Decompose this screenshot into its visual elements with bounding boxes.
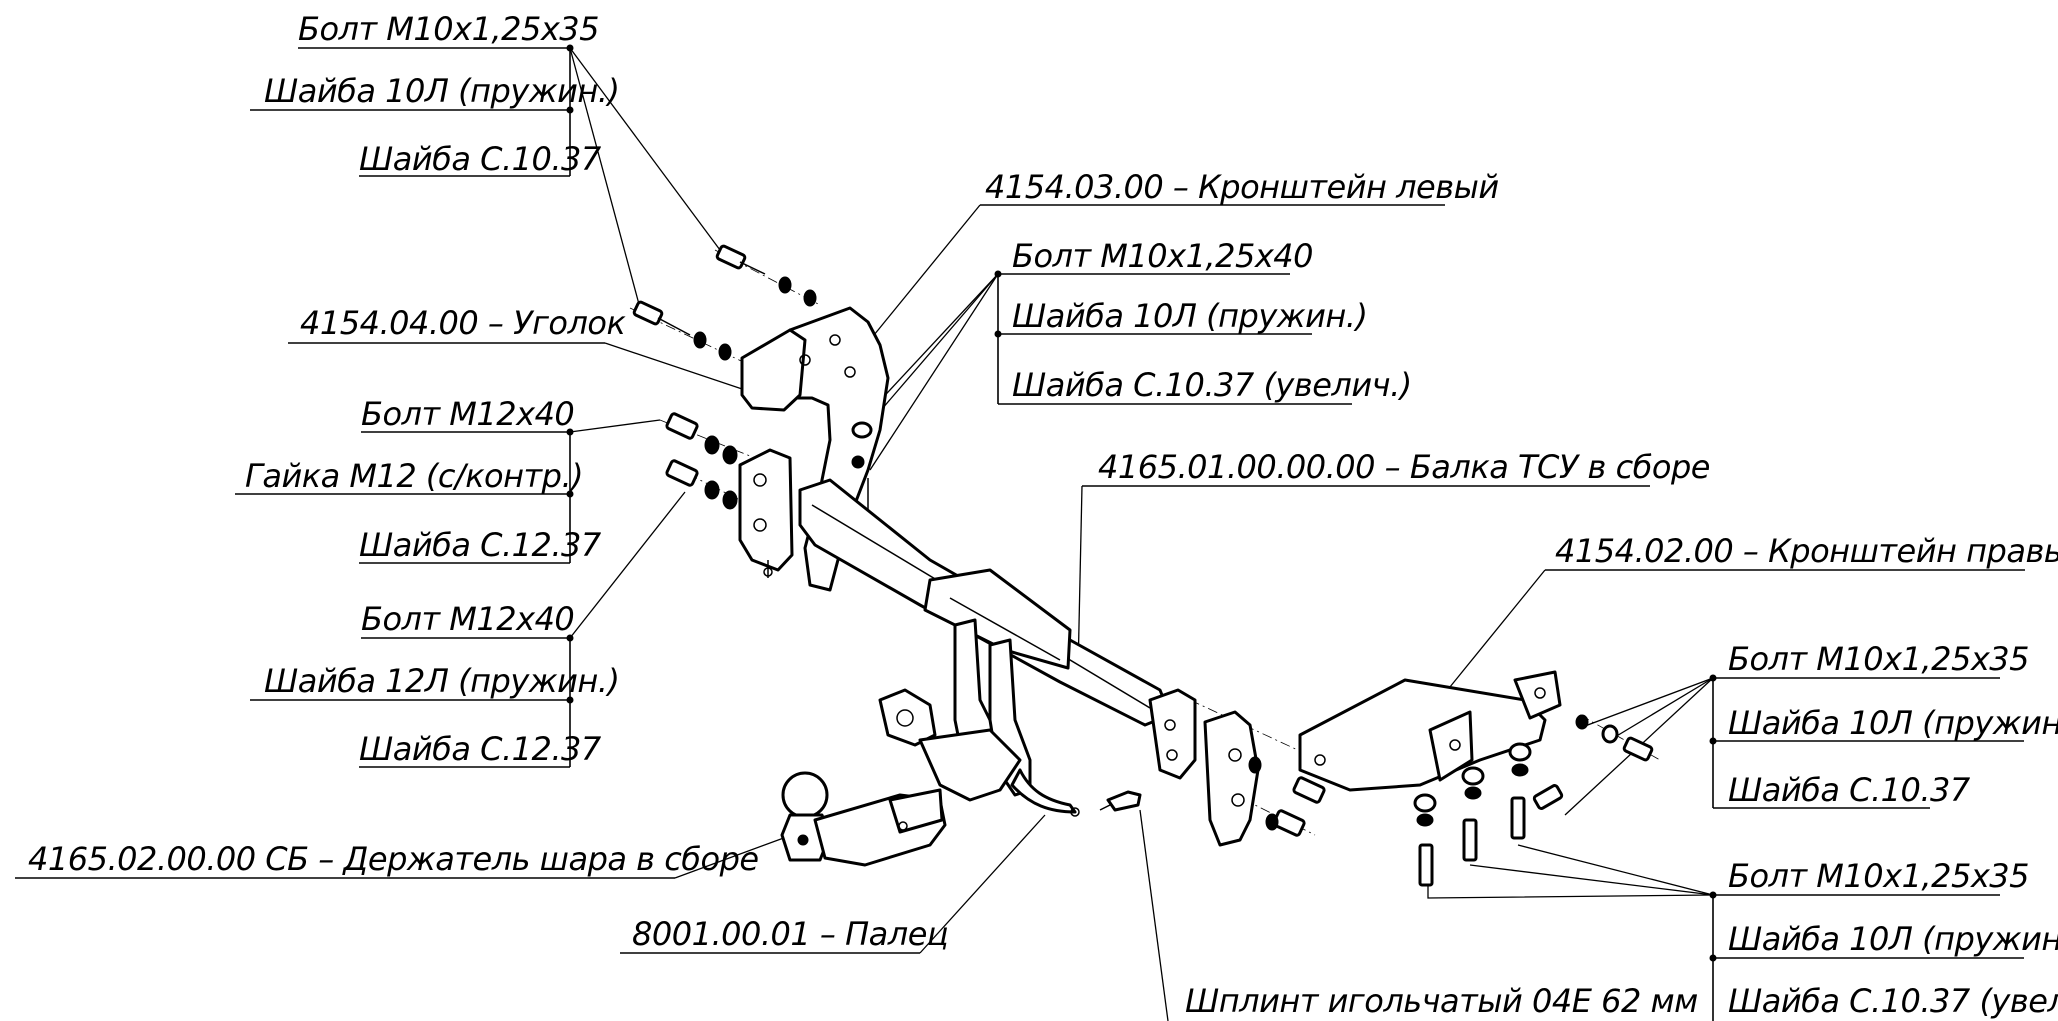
callout-cotter-pin: Шплинт игольчатый 04Е 62 мм — [1139, 809, 1698, 1021]
left-side-plate — [738, 448, 794, 578]
callout-group-left-top: Болт М10х1,25х35 Шайба 10Л (пружин.) Шай… — [250, 10, 721, 309]
label-bolt-m10x35-left: Болт М10х1,25х35 — [298, 10, 599, 48]
ball-holder-part — [780, 771, 947, 867]
hardware-left-mid — [665, 412, 738, 510]
callout-bracket-right: 4154.02.00 – Кронштейн правый — [1414, 532, 2058, 731]
label-pin: 8001.00.01 – Палец — [632, 915, 948, 953]
callout-group-left-low: Болт М12х40 Шайба 12Л (пружин.) Шайба С.… — [250, 491, 686, 768]
pin-part — [1010, 768, 1080, 817]
label-washer-10l-right-low: Шайба 10Л (пружин.) — [1728, 920, 2058, 958]
label-bolt-m10x40: Болт М10х1,25х40 — [1012, 237, 1313, 275]
label-ball-holder: 4165.02.00.00 СБ – Держатель шара в сбор… — [28, 840, 759, 878]
receiver-plates — [878, 618, 1032, 802]
label-washer-12l: Шайба 12Л (пружин.) — [264, 662, 619, 700]
label-washer-10l-mid: Шайба 10Л (пружин.) — [1012, 297, 1367, 335]
callout-angle-piece: 4154.04.00 – Уголок — [288, 304, 761, 396]
callout-group-mid-top: Болт М10х1,25х40 Шайба 10Л (пружин.) Шай… — [844, 237, 1412, 471]
label-bolt-m12x40-low: Болт М12х40 — [361, 600, 574, 638]
right-inner-plate — [1203, 710, 1260, 847]
hardware-right-side — [1413, 714, 1654, 887]
label-washer-c1237-low: Шайба С.12.37 — [359, 730, 602, 768]
callout-group-right-top: Болт М10х1,25х35 Шайба 10Л (пружин.) Шай… — [1564, 640, 2058, 816]
label-cotter-pin: Шплинт игольчатый 04Е 62 мм — [1185, 982, 1698, 1020]
callout-ball-holder: 4165.02.00.00 СБ – Держатель шара в сбор… — [15, 831, 801, 879]
label-bolt-m10x35-right-low: Болт М10х1,25х35 — [1728, 857, 2029, 895]
label-nut-m12: Гайка М12 (с/контр.) — [245, 457, 583, 495]
label-bolt-m12x40-top: Болт М12х40 — [361, 395, 574, 433]
callout-group-right-low: Болт М10х1,25х35 Шайба 10Л (пружин.) Шай… — [1427, 844, 2058, 1021]
cotter-pin-part — [1099, 790, 1142, 812]
label-washer-c1037-right-top: Шайба С.10.37 — [1728, 771, 1971, 809]
tow-beam-part — [798, 478, 1197, 780]
label-washer-c1237-top: Шайба С.12.37 — [359, 526, 602, 564]
callout-group-left-mid: Болт М12х40 Гайка М12 (с/контр.) Шайба С… — [235, 395, 661, 564]
label-washer-c1037-enlarged-mid: Шайба С.10.37 (увелич.) — [1012, 366, 1412, 404]
hardware-left-top — [632, 244, 817, 361]
label-washer-10l-left: Шайба 10Л (пружин.) — [264, 72, 619, 110]
label-angle-piece: 4154.04.00 – Уголок — [300, 304, 626, 342]
label-beam-assembly: 4165.01.00.00.00 – Балка ТСУ в сборе — [1098, 448, 1710, 486]
callout-pin: 8001.00.01 – Палец — [620, 814, 1046, 954]
hardware-mid-top — [851, 421, 873, 510]
callout-beam-assembly: 4165.01.00.00.00 – Балка ТСУ в сборе — [1077, 448, 1710, 673]
label-bracket-right: 4154.02.00 – Кронштейн правый — [1555, 532, 2058, 570]
label-washer-c1037-left: Шайба С.10.37 — [359, 140, 602, 178]
label-bracket-left: 4154.03.00 – Кронштейн левый — [985, 168, 1499, 206]
label-washer-10l-right-top: Шайба 10Л (пружин.) — [1728, 704, 2058, 742]
label-bolt-m10x35-right-top: Болт М10х1,25х35 — [1728, 640, 2029, 678]
left-bracket-part — [740, 306, 890, 592]
hardware-right-plate — [1248, 756, 1326, 837]
label-washer-c1037-enlarged-right-low: Шайба С.10.37 (увелич.) — [1728, 982, 2058, 1020]
